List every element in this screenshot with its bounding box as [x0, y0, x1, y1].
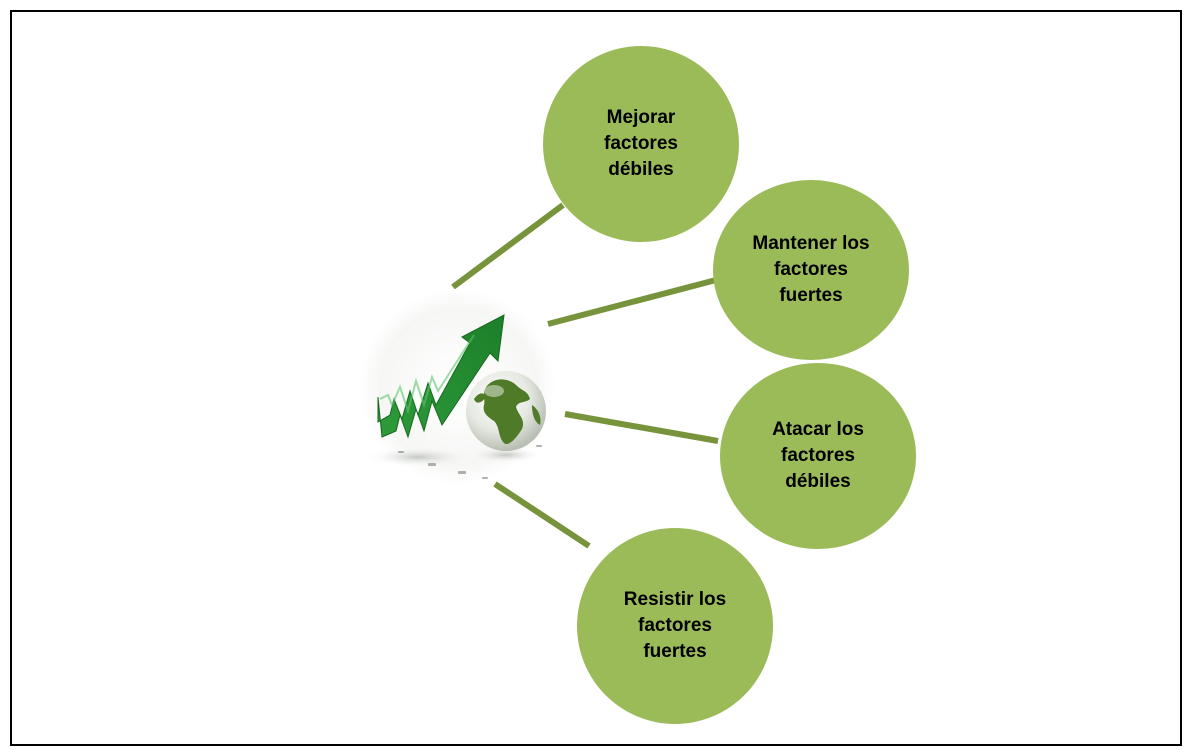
node-atacar-factores-debiles: Atacar los factores débiles: [720, 363, 916, 549]
node-label: Resistir los factores fuertes: [623, 589, 727, 662]
connector-line-4: [493, 481, 591, 549]
growth-globe-image: [358, 287, 558, 487]
node-resistir-factores-fuertes: Resistir los factores fuertes: [577, 528, 773, 724]
node-mejorar-factores-debiles: Mejorar factores débiles: [543, 46, 739, 242]
connector-line-1: [451, 202, 565, 290]
connector-line-2: [547, 277, 717, 327]
node-label: Mantener los factores fuertes: [752, 233, 870, 306]
connector-line-3: [564, 411, 719, 444]
node-label: Atacar los factores débiles: [772, 419, 864, 492]
node-mantener-factores-fuertes: Mantener los factores fuertes: [713, 180, 909, 360]
node-label: Mejorar factores débiles: [604, 107, 678, 180]
growth-arrow-globe-icon: [360, 289, 556, 485]
